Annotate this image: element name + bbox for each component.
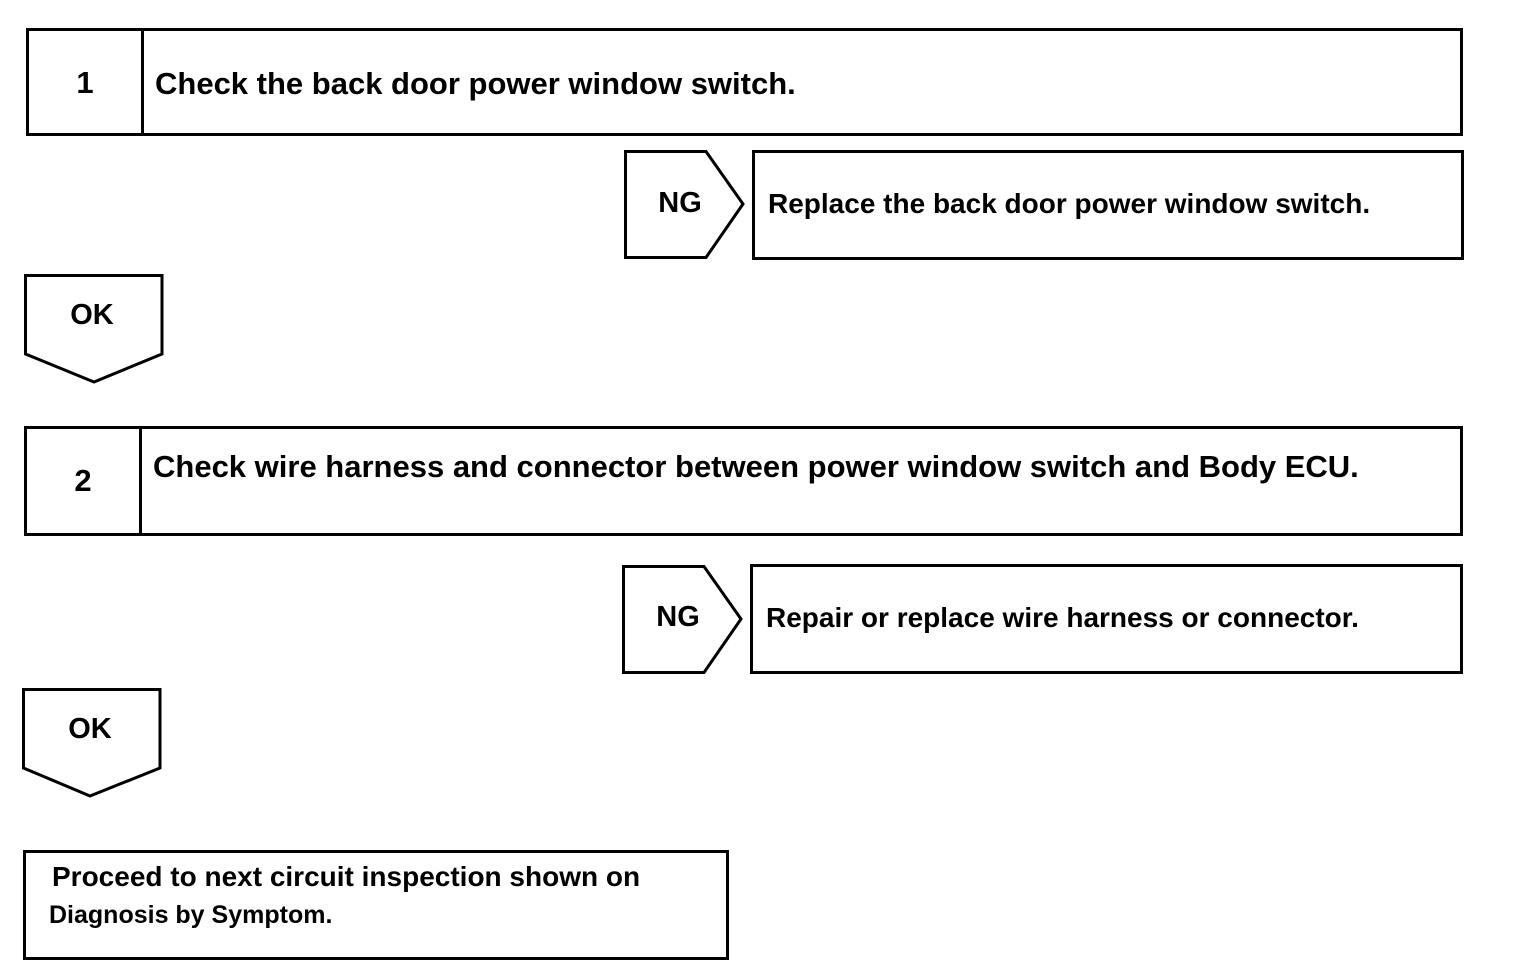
ng-arrow-shape bbox=[622, 565, 743, 674]
ok-arrow-shape bbox=[24, 274, 164, 384]
step-2-text: Check wire harness and connector between… bbox=[153, 449, 1359, 484]
ng-action-2: Repair or replace wire harness or connec… bbox=[750, 564, 1463, 674]
step-2-number: 2 bbox=[27, 429, 142, 533]
ng-arrow-shape bbox=[624, 150, 745, 259]
final-text-line-2: Diagnosis by Symptom. bbox=[49, 901, 333, 929]
ok-label-2: OK bbox=[68, 713, 112, 745]
ok-arrow-2: OK bbox=[22, 688, 162, 800]
final-text-line-1: Proceed to next circuit inspection shown… bbox=[52, 861, 641, 892]
ok-arrow-shape bbox=[22, 688, 162, 798]
ng-label-2: NG bbox=[656, 601, 700, 633]
ok-arrow-1: OK bbox=[24, 274, 164, 386]
step-1-number: 1 bbox=[29, 31, 144, 133]
ng-arrow-1: NG bbox=[624, 150, 746, 260]
ng-arrow-2: NG bbox=[622, 565, 744, 675]
step-1-box: 1 Check the back door power window switc… bbox=[26, 28, 1463, 136]
ok-label-1: OK bbox=[70, 299, 114, 331]
step-2-box: 2 Check wire harness and connector betwe… bbox=[24, 426, 1463, 536]
step-1-text: Check the back door power window switch. bbox=[155, 66, 796, 101]
final-box: Proceed to next circuit inspection shown… bbox=[23, 850, 729, 960]
ng-label-1: NG bbox=[658, 187, 702, 219]
ng-action-1: Replace the back door power window switc… bbox=[752, 150, 1464, 260]
